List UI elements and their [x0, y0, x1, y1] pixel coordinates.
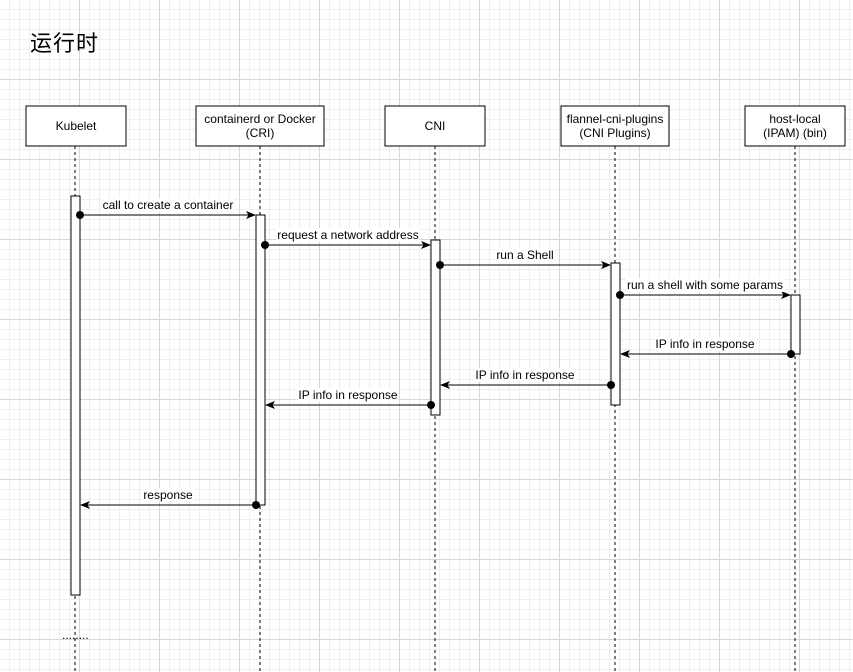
- activation-bar-cri: [255, 214, 266, 506]
- participant-box-flannel: [560, 105, 670, 147]
- message-m7: IP info in response: [265, 388, 435, 409]
- participant-label-hostlocal: (IPAM) (bin): [763, 126, 827, 140]
- message-m2: request a network address: [261, 228, 431, 249]
- participant-cri: containerd or Docker(CRI): [195, 105, 325, 147]
- message-m6: IP info in response: [440, 368, 615, 389]
- participant-box-hostlocal: [744, 105, 846, 147]
- message-label-m2: request a network address: [277, 228, 418, 242]
- message-m4: run a shell with some params: [616, 278, 791, 299]
- message-label-bg-m1: [101, 198, 235, 212]
- participant-label-flannel: (CNI Plugins): [579, 126, 650, 140]
- message-m8: response: [80, 488, 260, 509]
- activation-bar-cni: [430, 239, 441, 416]
- participant-box-cri: [195, 105, 325, 147]
- participant-box-cni: [384, 105, 486, 147]
- participant-cni: CNI: [384, 105, 486, 147]
- message-label-m1: call to create a container: [103, 198, 234, 212]
- participant-label-cri: containerd or Docker: [204, 112, 315, 126]
- participant-label-cri: (CRI): [246, 126, 275, 140]
- diagram-title: 运行时: [30, 32, 100, 57]
- activation-bar-kubelet: [70, 195, 81, 596]
- participant-label-kubelet: Kubelet: [56, 119, 97, 133]
- activation-bar-hostlocal: [790, 294, 801, 355]
- participant-box-kubelet: [25, 105, 127, 147]
- message-m5: IP info in response: [620, 337, 795, 358]
- message-label-m5: IP info in response: [655, 337, 755, 351]
- message-label-bg-m3: [495, 248, 555, 262]
- message-label-bg-m4: [625, 278, 785, 292]
- message-start-dot-m4: [616, 291, 624, 299]
- message-label-bg-m7: [297, 388, 399, 402]
- participant-flannel: flannel-cni-plugins(CNI Plugins): [560, 105, 670, 147]
- message-label-m7: IP info in response: [298, 388, 398, 402]
- message-label-m6: IP info in response: [475, 368, 575, 382]
- message-start-dot-m3: [436, 261, 444, 269]
- message-label-m4: run a shell with some params: [627, 278, 783, 292]
- participant-label-hostlocal: host-local: [769, 112, 820, 126]
- message-label-m8: response: [143, 488, 193, 502]
- message-start-dot-m5: [787, 350, 795, 358]
- message-label-bg-m5: [654, 337, 756, 351]
- activation-bar-flannel: [610, 262, 621, 406]
- message-start-dot-m7: [427, 401, 435, 409]
- participant-label-cni: CNI: [425, 119, 446, 133]
- participant-kubelet: Kubelet: [25, 105, 127, 147]
- message-m1: call to create a container: [76, 198, 256, 219]
- message-label-bg-m8: [142, 488, 195, 502]
- message-start-dot-m6: [607, 381, 615, 389]
- message-label-m3: run a Shell: [496, 248, 553, 262]
- message-start-dot-m1: [76, 211, 84, 219]
- message-start-dot-m2: [261, 241, 269, 249]
- message-start-dot-m8: [252, 501, 260, 509]
- message-label-bg-m6: [474, 368, 576, 382]
- message-label-bg-m2: [276, 228, 420, 242]
- participant-label-flannel: flannel-cni-plugins: [567, 112, 664, 126]
- participant-hostlocal: host-local(IPAM) (bin): [744, 105, 846, 147]
- message-m3: run a Shell: [436, 248, 611, 269]
- continuation-dots: ........: [62, 628, 89, 642]
